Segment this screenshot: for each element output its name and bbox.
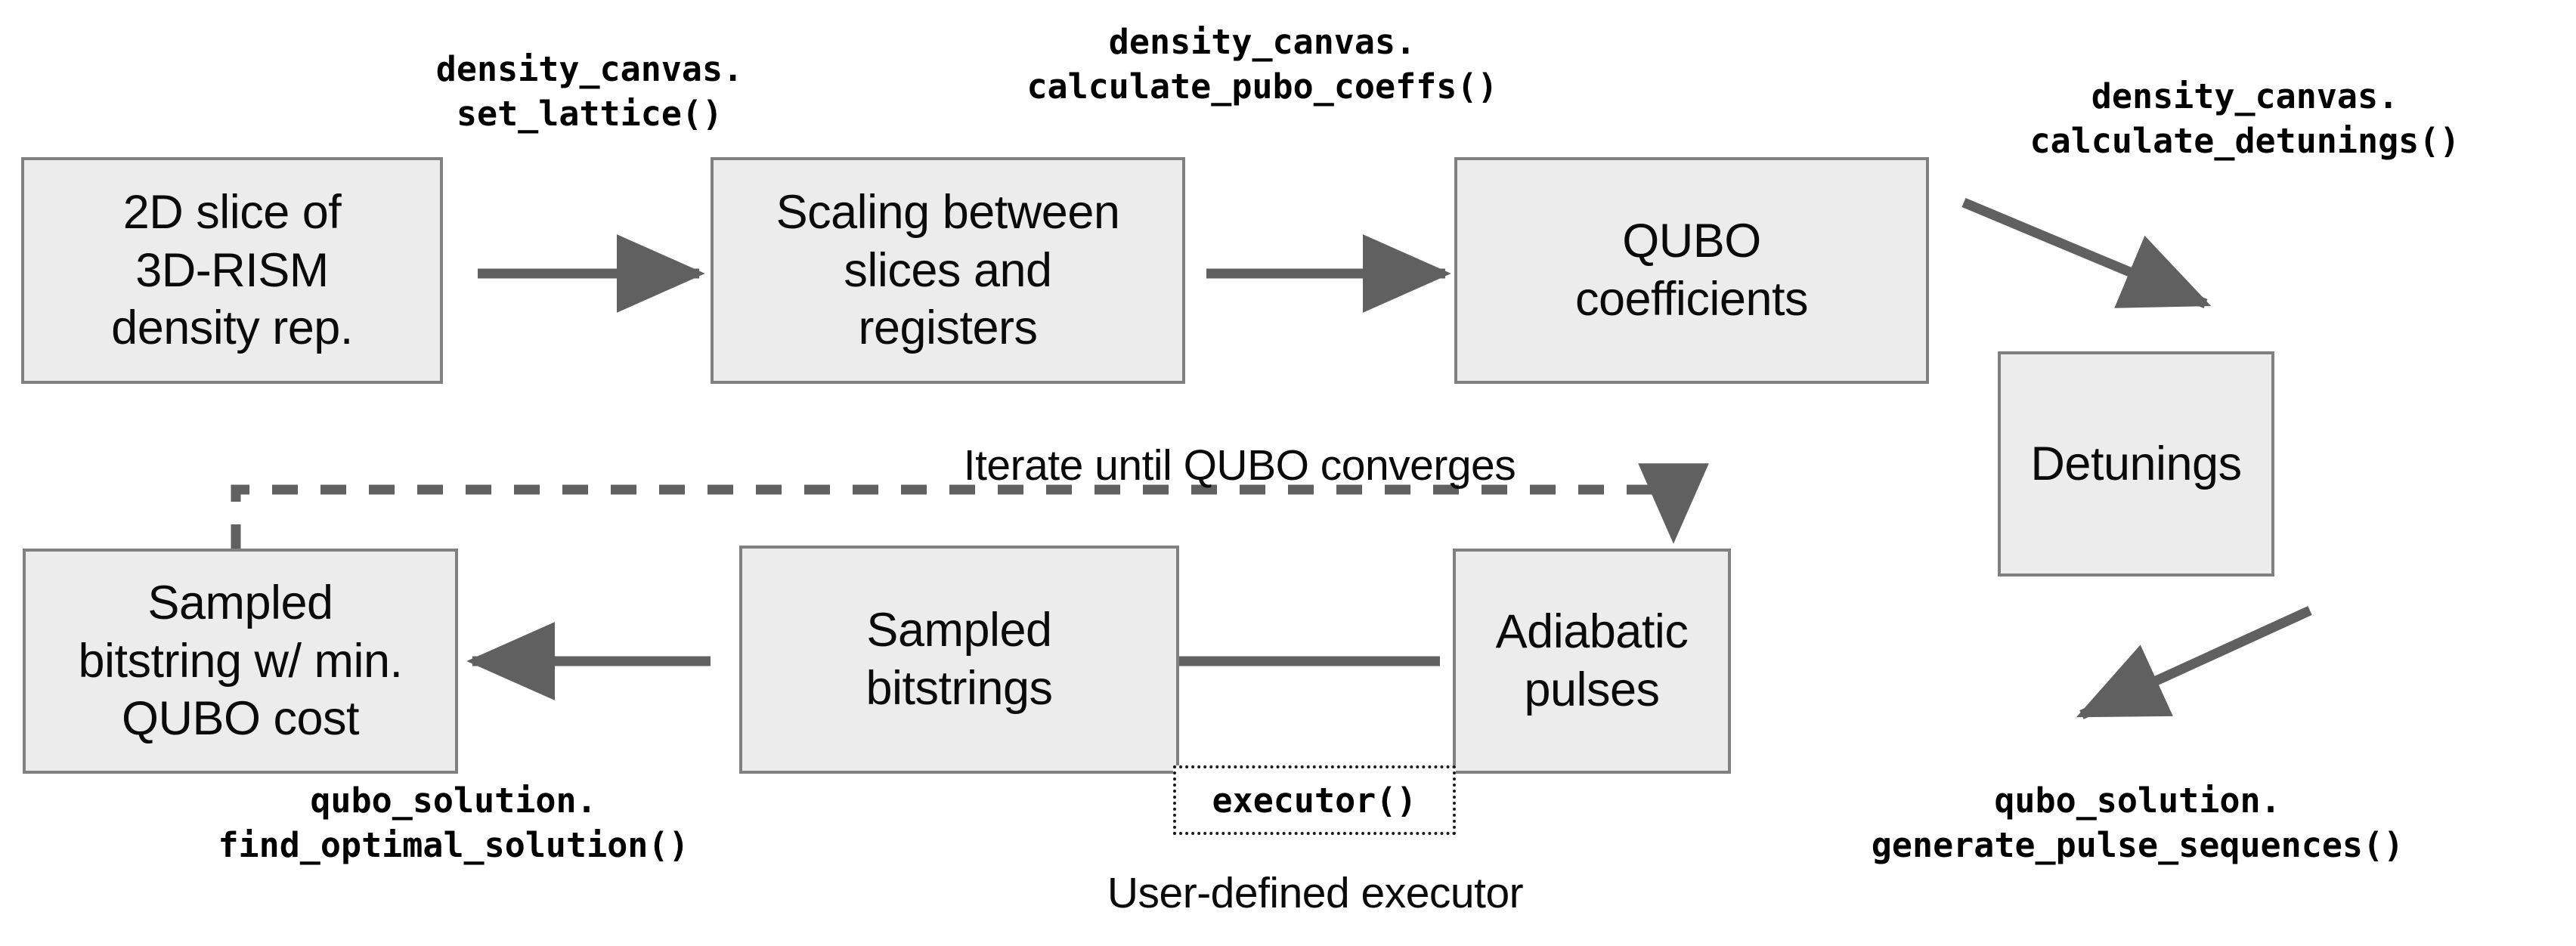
box-label: QUBO coefficients <box>1574 215 1809 326</box>
box-sampled-bitstring-min-qubo-cost: Sampled bitstring w/ min. QUBO cost <box>23 549 458 774</box>
box-adiabatic-pulses: Adiabatic pulses <box>1453 549 1731 774</box>
iteration-loop-label: Iterate until QUBO converges <box>963 441 1516 490</box>
code-label-calculate-detunings: density_canvas. calculate_detunings() <box>2030 76 2460 162</box>
box-detunings: Detunings <box>1998 351 2274 577</box>
arrow-iteration-loop <box>231 463 1709 550</box>
box-qubo-coefficients: QUBO coefficients <box>1454 157 1929 384</box>
box-label: Sampled bitstrings <box>865 604 1053 715</box>
box-scaling: Scaling between slices and registers <box>711 157 1185 384</box>
box-sampled-bitstrings: Sampled bitstrings <box>739 546 1179 774</box>
box-label: 2D slice of 3D-RISM density rep. <box>111 185 353 355</box>
box-2d-slice: 2D slice of 3D-RISM density rep. <box>21 157 443 384</box>
arrow-detunings-to-adiabatic <box>2076 606 2312 719</box>
box-label: Detunings <box>2030 437 2242 490</box>
code-label-generate-pulse-sequences: qubo_solution. generate_pulse_sequences(… <box>1871 781 2404 866</box>
executor-callout-box: executor() <box>1173 765 1456 835</box>
box-label: Sampled bitstring w/ min. QUBO cost <box>78 576 403 746</box>
box-label: Adiabatic pulses <box>1495 605 1689 716</box>
box-label: Scaling between slices and registers <box>776 185 1120 355</box>
code-label-calculate-pubo-coeffs: density_canvas. calculate_pubo_coeffs() <box>1026 22 1498 107</box>
code-label-set-lattice: density_canvas. set_lattice() <box>435 49 744 134</box>
user-defined-executor-caption: User-defined executor <box>1107 869 1524 917</box>
arrow-qubo-to-detunings <box>1961 198 2212 308</box>
code-label-find-optimal-solution: qubo_solution. find_optimal_solution() <box>218 781 689 866</box>
executor-code-label: executor() <box>1212 780 1417 821</box>
